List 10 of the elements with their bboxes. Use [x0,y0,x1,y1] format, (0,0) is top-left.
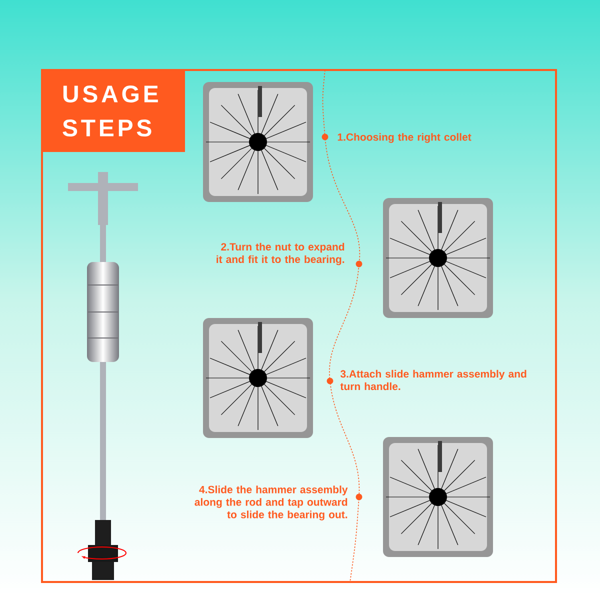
wheel-photo [203,82,313,202]
step-text: 4.Slide the hammer assembly along the rod and tap outward to slide the bearing out. [194,486,348,520]
node-label: USAGE STEPS [62,86,158,136]
step-text: 3.Attach slide hammer assembly and turn handle. [340,370,526,390]
wheel-photo [383,437,493,557]
wheel-photo [203,318,313,438]
step-text: 1.Choosing the right collet [338,133,472,143]
wheel-photo [383,198,493,318]
step-text: 2.Turn the nut to expand it and fit it to the bearing. [216,242,344,266]
header-box: USAGE STEPS [42,70,185,152]
